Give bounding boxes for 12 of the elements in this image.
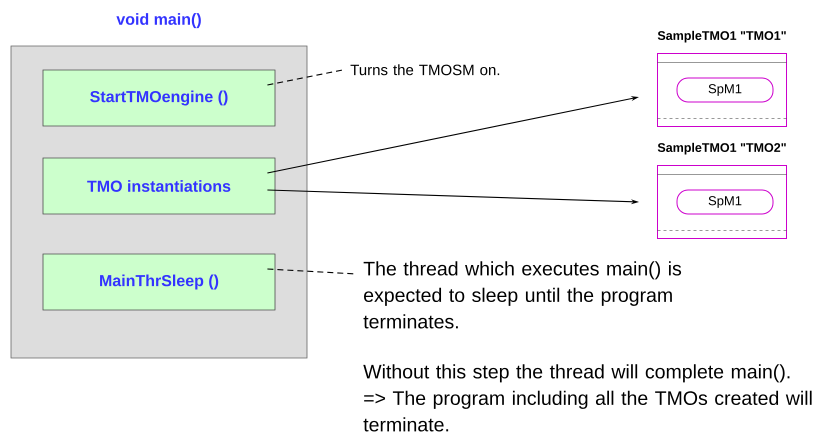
call-box: StartTMOengine ()	[42, 70, 276, 126]
call-box: MainThrSleep ()	[42, 254, 276, 310]
note-text: Without this step the thread will complete main(). => The program including all the TMOs created will terminate.	[363, 364, 812, 432]
method-pill: SpM1	[676, 190, 774, 214]
call-box: TMO instantiations	[42, 158, 276, 214]
method-pill: SpM1	[676, 78, 774, 102]
node-label: SampleTMO1 "TMO1"	[658, 30, 786, 42]
note-text: Turns the TMOSM on.	[350, 64, 500, 76]
leader-line	[267, 69, 344, 86]
node-label: SampleTMO1 "TMO2"	[658, 142, 786, 154]
node-label: void main()	[116, 13, 201, 28]
note-text: The thread which executes main() is expected to sleep until the program terminates.	[364, 261, 682, 329]
